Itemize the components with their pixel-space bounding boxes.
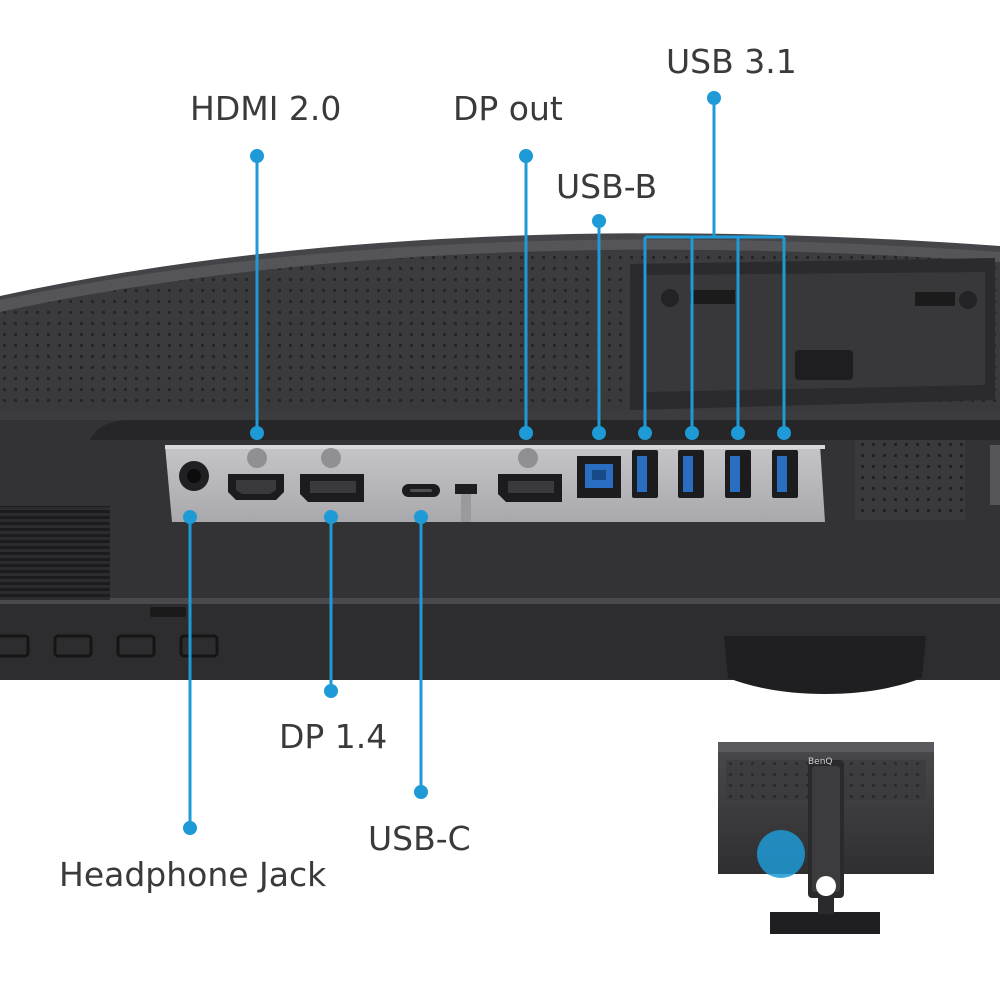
usb-a-port <box>632 450 658 498</box>
label-usb-3-1: USB 3.1 <box>666 42 797 81</box>
io-panel <box>165 445 825 522</box>
callout-dots <box>183 91 791 835</box>
label-usb-b: USB-B <box>556 167 658 206</box>
label-dp-out: DP out <box>453 89 563 128</box>
stand-mount <box>630 258 1000 520</box>
usb-a-port <box>725 450 751 498</box>
cable-clip-post <box>461 494 471 522</box>
label-hdmi-2-0: HDMI 2.0 <box>190 89 342 128</box>
label-usb-c: USB-C <box>368 819 471 858</box>
usb-c-port <box>402 484 440 497</box>
usb-a-port <box>772 450 798 498</box>
port-location-marker <box>757 830 805 878</box>
hdmi-port <box>228 448 284 500</box>
usb-a-port <box>678 450 704 498</box>
displayport-in-port <box>300 448 364 502</box>
usb-b-port <box>577 456 621 498</box>
stand-foot <box>724 636 926 694</box>
callout-lines <box>188 98 786 828</box>
control-buttons <box>0 607 219 658</box>
headphone-jack-port <box>179 461 209 491</box>
inset-logo: BenQ <box>808 757 833 767</box>
displayport-out-port <box>498 448 562 502</box>
label-headphone-jack: Headphone Jack <box>59 855 327 894</box>
label-dp-1-4: DP 1.4 <box>279 717 388 756</box>
monitor-thumbnail: BenQ <box>718 742 934 934</box>
cable-clip <box>455 484 477 494</box>
